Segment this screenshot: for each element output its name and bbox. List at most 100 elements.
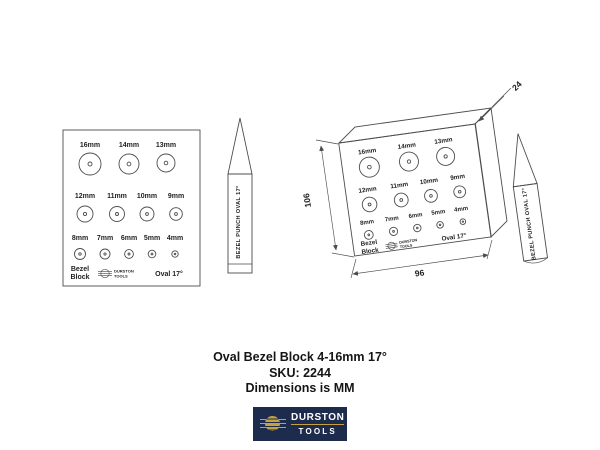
hole-label-9mm-3d: 9mm — [450, 173, 466, 182]
hole-ring-13mm-3d — [436, 146, 456, 166]
front-view-block: 16mm 14mm 13mm 12mm 11mm 10mm 9mm 8mm 7m… — [62, 129, 201, 287]
hole-ring-14mm — [118, 153, 140, 175]
hole-label-13mm-3d: 13mm — [434, 136, 453, 146]
hole-ring-11mm — [109, 206, 125, 222]
block-name-line2-3d: Block — [361, 247, 379, 256]
hole-center-6mm — [127, 252, 131, 256]
hole-center-16mm-3d — [367, 164, 372, 170]
block-type-label-3d: Oval 17° — [441, 231, 467, 242]
hole-ring-6mm-3d — [413, 223, 422, 233]
hole-ring-12mm — [76, 205, 94, 223]
hole-center-11mm-3d — [399, 198, 404, 202]
hole-center-10mm-3d — [429, 194, 433, 198]
mini-brand-logo: DURSTON TOOLS — [98, 269, 134, 279]
hole-label-16mm-3d: 16mm — [358, 147, 377, 157]
dimension-depth: 24 — [478, 79, 524, 122]
hole-ring-4mm — [171, 250, 179, 258]
logo-durston-text: DURSTON — [291, 412, 345, 424]
product-caption: Oval Bezel Block 4-16mm 17° SKU: 2244 Di… — [0, 350, 600, 397]
hole-ring-10mm-3d — [424, 188, 438, 203]
hole-center-4mm — [173, 252, 177, 256]
durston-globe-icon — [260, 414, 286, 434]
punch-front-view: BEZEL PUNCH OVAL 17° — [227, 117, 253, 274]
punch-cone — [227, 117, 253, 175]
hole-center-9mm-3d — [457, 190, 462, 194]
hole-ring-8mm-3d — [363, 230, 374, 240]
hole-label-10mm-3d: 10mm — [419, 177, 438, 187]
dimension-line — [352, 253, 489, 276]
depth-dimension-value: 24 — [510, 79, 524, 93]
mini-logo-tools-text: TOOLS — [400, 243, 414, 249]
hole-center-4mm-3d — [461, 220, 465, 223]
dimension-width: 96 — [350, 239, 493, 279]
hole-label-9mm: 9mm — [168, 193, 184, 200]
hole-center-16mm — [87, 161, 93, 167]
hole-center-5mm — [150, 252, 154, 256]
hole-ring-12mm-3d — [361, 196, 378, 213]
mini-logo-durston-text: DURSTON — [399, 238, 418, 245]
hole-label-4mm-3d: 4mm — [454, 206, 469, 214]
hole-center-7mm-3d — [392, 230, 395, 233]
dimension-line — [478, 95, 505, 122]
mini-logo-tools-text: TOOLS — [114, 274, 128, 279]
hole-label-14mm-3d: 14mm — [397, 141, 416, 151]
isometric-block: 16mm 14mm 13mm 12mm 11mm 10mm 9mm 8mm 7m… — [301, 79, 524, 279]
mini-logo-line — [385, 246, 398, 249]
hole-label-4mm: 4mm — [167, 235, 183, 242]
hole-label-8mm: 8mm — [72, 235, 88, 242]
dimension-height: 106 — [301, 139, 355, 258]
hole-center-9mm — [174, 212, 178, 216]
hole-label-8mm-3d: 8mm — [360, 219, 375, 227]
width-dimension-value: 96 — [414, 267, 425, 278]
hole-label-11mm-3d: 11mm — [390, 181, 409, 190]
mini-logo-durston-text: DURSTON — [114, 269, 134, 274]
block-outline-front — [62, 129, 201, 287]
hole-center-14mm-3d — [406, 159, 412, 164]
hole-ring-10mm — [139, 206, 155, 222]
hole-label-5mm: 5mm — [144, 235, 160, 242]
hole-ring-5mm-3d — [436, 221, 444, 229]
logo-text-block: DURSTON TOOLS — [291, 412, 345, 436]
hole-ring-5mm — [147, 249, 157, 259]
block-name-line1-3d: Bezel — [360, 239, 378, 248]
logo-circle-icon — [265, 416, 280, 431]
extension-line — [331, 252, 355, 258]
dimension-line — [319, 145, 338, 251]
hole-center-13mm — [163, 160, 169, 166]
product-title: Oval Bezel Block 4-16mm 17° — [213, 350, 387, 364]
hole-center-7mm — [103, 252, 107, 256]
hole-center-12mm — [82, 211, 88, 217]
technical-drawing: 16mm 14mm 13mm 12mm 11mm 10mm 9mm 8mm 7m… — [62, 79, 549, 287]
hole-label-6mm: 6mm — [121, 235, 137, 242]
durston-tools-logo: DURSTON TOOLS — [253, 407, 347, 441]
hole-ring-8mm — [74, 248, 86, 260]
hole-label-7mm-3d: 7mm — [385, 216, 400, 224]
punch-body — [512, 182, 549, 262]
hole-label-11mm: 11mm — [107, 193, 127, 200]
block-name-line2: Block — [70, 274, 89, 281]
hole-ring-9mm — [169, 207, 183, 221]
mini-logo-line — [385, 244, 398, 247]
product-sku: SKU: 2244 — [269, 365, 331, 380]
hole-center-6mm-3d — [416, 226, 419, 230]
hole-label-5mm-3d: 5mm — [431, 209, 446, 217]
block-front-face-3d: 16mm 14mm 13mm 12mm 11mm 10mm 9mm 8mm 7m… — [338, 123, 492, 257]
hole-center-10mm — [145, 212, 149, 216]
hole-center-13mm-3d — [443, 154, 448, 159]
hole-label-12mm-3d: 12mm — [358, 185, 377, 195]
hole-center-12mm-3d — [367, 202, 372, 207]
punch-cone — [512, 133, 538, 188]
hole-label-7mm: 7mm — [97, 235, 113, 242]
hole-ring-11mm-3d — [393, 192, 409, 208]
hole-ring-13mm — [156, 153, 176, 173]
hole-center-8mm — [78, 252, 82, 256]
hole-label-13mm: 13mm — [156, 142, 176, 149]
logo-tools-text: TOOLS — [291, 424, 345, 436]
hole-ring-6mm — [124, 249, 134, 259]
hole-label-10mm: 10mm — [137, 193, 157, 200]
hole-label-6mm-3d: 6mm — [408, 212, 423, 220]
punch-rounded-end — [523, 257, 548, 264]
hole-center-5mm-3d — [438, 223, 442, 227]
hole-ring-14mm-3d — [399, 151, 419, 172]
hole-ring-16mm-3d — [358, 156, 380, 178]
